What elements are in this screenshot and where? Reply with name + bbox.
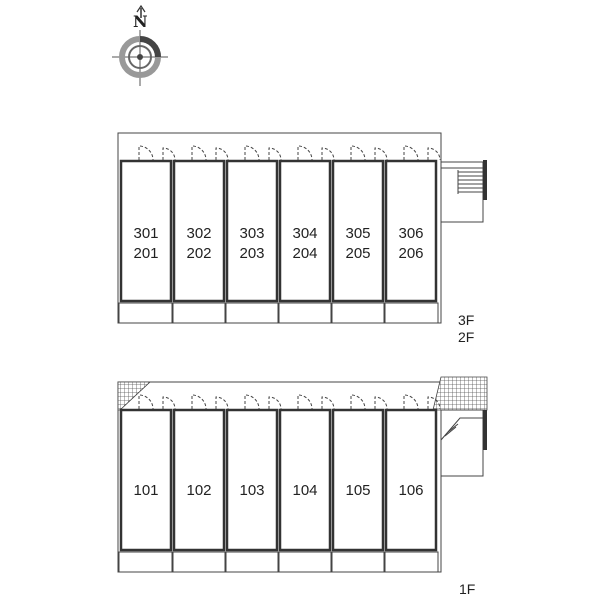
door-swing [297, 145, 313, 161]
unit-number: 306 [398, 225, 423, 242]
hatched-area-right [432, 376, 488, 411]
unit-room [384, 408, 438, 552]
unit-number: 102 [186, 482, 211, 499]
unit-room [225, 408, 279, 552]
unit-number: 204 [292, 245, 317, 262]
door-swing [350, 145, 366, 161]
balcony [383, 551, 439, 573]
balcony [330, 302, 386, 324]
unit-room [172, 159, 226, 303]
unit-number: 106 [398, 482, 423, 499]
lower-unit: 102 [171, 394, 229, 573]
lower-unit: 106 [383, 394, 441, 573]
unit-number: 305 [345, 225, 370, 242]
balcony [277, 551, 333, 573]
balcony [330, 551, 386, 573]
unit-room [119, 408, 173, 552]
upper-staircase [440, 160, 487, 223]
balcony [224, 551, 280, 573]
door-swing [138, 394, 154, 410]
balcony [383, 302, 439, 324]
lower-unit: 104 [277, 394, 335, 573]
lower-staircase [440, 409, 487, 477]
unit-number: 105 [345, 482, 370, 499]
balcony [118, 551, 174, 573]
unit-number: 104 [292, 482, 317, 499]
door-swing [350, 394, 366, 410]
door-swing [138, 145, 154, 161]
balcony [171, 551, 227, 573]
unit-number: 205 [345, 245, 370, 262]
door-swing [403, 145, 419, 161]
unit-room [278, 408, 332, 552]
lower-building: 101 102 103 104 105 106 1F [117, 376, 488, 597]
unit-number: 103 [239, 482, 264, 499]
lower-unit: 103 [224, 394, 282, 573]
door-swing [403, 394, 419, 410]
floor-label-2f: 2F [458, 329, 474, 345]
door-swing [244, 394, 260, 410]
unit-room [225, 159, 279, 303]
door-swing [191, 145, 207, 161]
unit-number: 203 [239, 245, 264, 262]
unit-room [331, 159, 385, 303]
door-swing [244, 145, 260, 161]
balcony [118, 302, 174, 324]
unit-room [331, 408, 385, 552]
north-label: N [133, 12, 148, 31]
floor-label-3f: 3F [458, 312, 474, 328]
unit-number: 301 [133, 225, 158, 242]
balcony [224, 302, 280, 324]
door-swing [191, 394, 207, 410]
lower-unit: 101 [118, 394, 176, 573]
unit-number: 304 [292, 225, 317, 242]
lower-unit: 105 [330, 394, 388, 573]
unit-number: 202 [186, 245, 211, 262]
unit-room [172, 408, 226, 552]
unit-number: 201 [133, 245, 158, 262]
balcony [277, 302, 333, 324]
unit-number: 206 [398, 245, 423, 262]
unit-room [384, 159, 438, 303]
balcony [171, 302, 227, 324]
door-swing [297, 394, 313, 410]
compass-icon: N [112, 4, 168, 86]
unit-room [278, 159, 332, 303]
unit-number: 302 [186, 225, 211, 242]
unit-number: 101 [133, 482, 158, 499]
unit-number: 303 [239, 225, 264, 242]
unit-room [119, 159, 173, 303]
floor-label-1f: 1F [459, 581, 475, 597]
